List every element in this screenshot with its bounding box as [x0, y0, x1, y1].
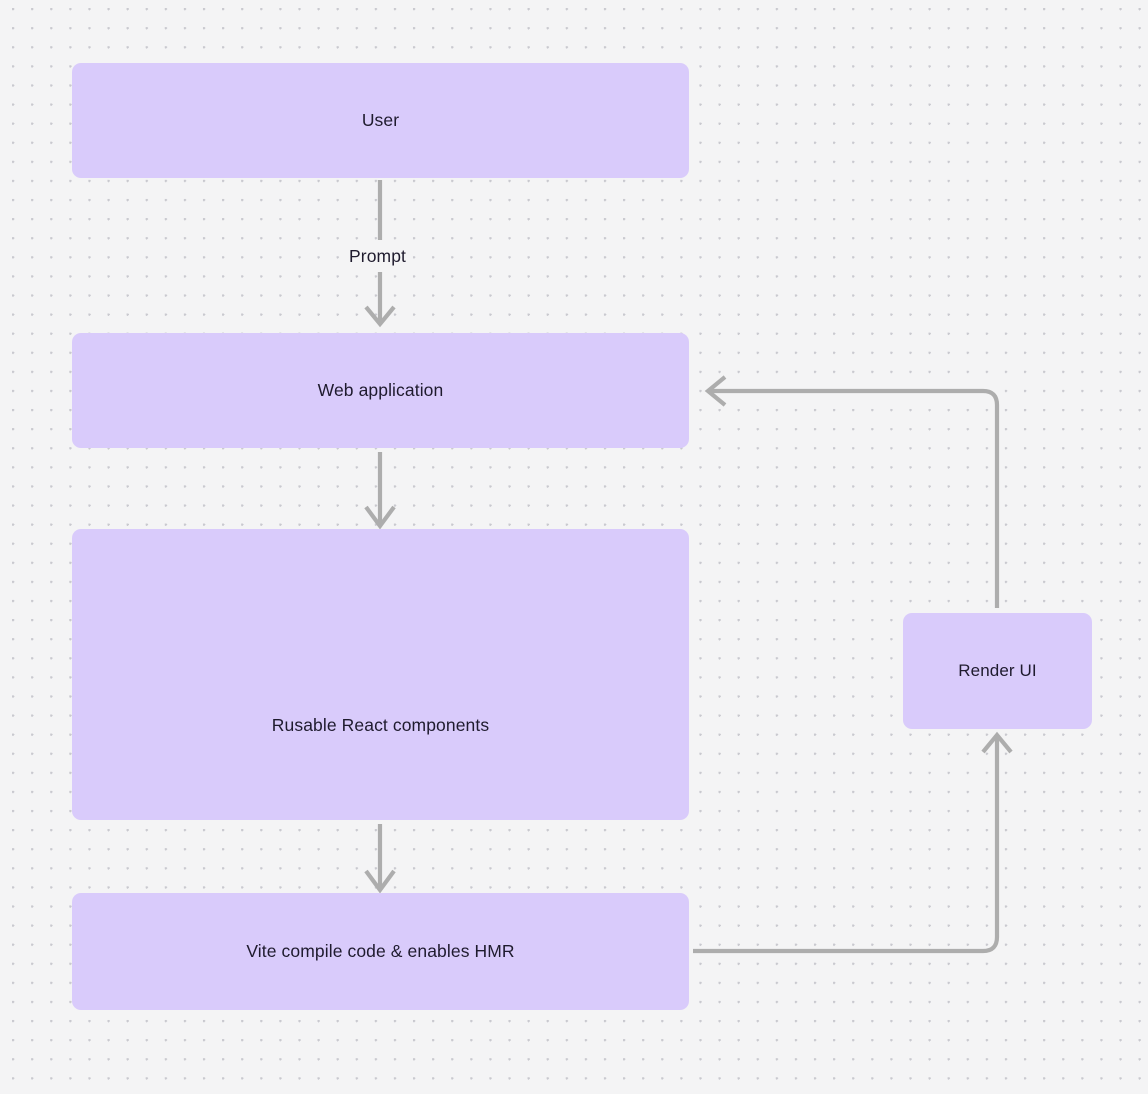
edge-segment	[711, 388, 1000, 608]
edge-render-ui-to-web-application	[704, 375, 1000, 608]
edge-label-prompt: Prompt	[343, 245, 413, 268]
node-render-ui[interactable]: Render UI	[903, 613, 1092, 729]
edge-web-application-to-components	[364, 452, 396, 530]
edge-components-to-vite	[364, 824, 396, 894]
node-components-container[interactable]: HTML = structure CSS = Styles & Layouts …	[72, 529, 689, 820]
edge-arrowhead	[704, 375, 727, 407]
edge-segment	[693, 738, 1000, 954]
node-web-application[interactable]: Web application	[72, 333, 689, 448]
node-vite-label: Vite compile code & enables HMR	[246, 941, 515, 961]
edge-arrowhead	[364, 869, 396, 894]
node-user[interactable]: User	[72, 63, 689, 178]
node-user-label: User	[361, 110, 400, 130]
node-vite[interactable]: Vite compile code & enables HMR	[72, 893, 689, 1010]
node-render-ui-label: Render UI	[958, 661, 1037, 680]
edge-arrowhead	[364, 505, 396, 530]
edge-arrowhead	[364, 305, 396, 328]
node-components-caption: Rusable React components	[271, 715, 490, 735]
node-web-application-label: Web application	[317, 380, 444, 400]
edge-vite-to-render-ui	[693, 731, 1013, 954]
edge-arrowhead	[981, 731, 1013, 754]
